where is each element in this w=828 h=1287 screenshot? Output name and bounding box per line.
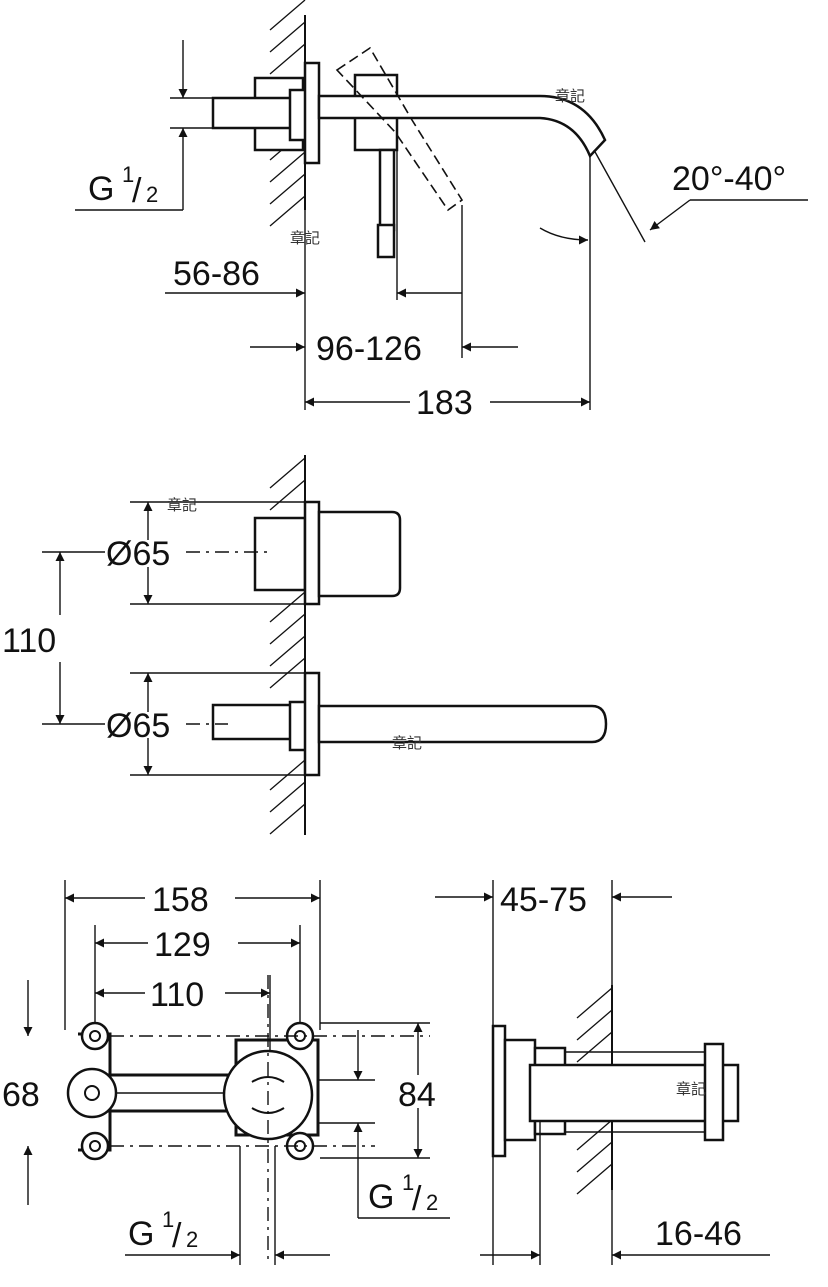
thread-numerator: 1 — [402, 1170, 414, 1195]
front-view-middle: Ø65 Ø65 110 — [2, 455, 608, 835]
angle-label: 20°-40° — [672, 160, 786, 198]
lower-stub — [211, 703, 295, 741]
inlet-port — [66, 1067, 118, 1119]
dim-158: 158 — [152, 881, 209, 919]
thread-denominator: 2 — [186, 1227, 198, 1252]
lever — [378, 148, 396, 232]
dim-110-side: 110 — [2, 622, 56, 660]
dim-183: 183 — [416, 384, 473, 422]
rough-in-section-view: 45-75 16-46 — [435, 880, 770, 1265]
thread-prefix: G — [88, 170, 114, 208]
thread-numerator: 1 — [122, 162, 134, 187]
thread-prefix: G — [128, 1215, 154, 1253]
dim-56-86: 56-86 — [173, 255, 260, 293]
stamp-mark: 章記 — [167, 496, 197, 514]
dim-129: 129 — [154, 926, 211, 964]
inlet-stub — [211, 96, 295, 130]
bottom-thread-label: G 1 / 2 — [128, 1207, 198, 1255]
wall-plate — [303, 61, 321, 165]
thread-prefix: G — [368, 1178, 394, 1216]
mounting-plate — [491, 1024, 507, 1158]
upper-plate — [303, 500, 321, 606]
stamp-mark: 章記 — [555, 87, 585, 105]
angle-leader — [593, 149, 646, 243]
stamp-mark: 章記 — [290, 229, 320, 247]
thread-slash: / — [172, 1217, 182, 1255]
sleeve-cap — [703, 1042, 725, 1142]
stamp-mark: 章記 — [676, 1080, 706, 1098]
dim-68: 68 — [2, 1076, 40, 1114]
thread-slash: / — [412, 1180, 422, 1218]
thread-slash: / — [132, 172, 142, 210]
sleeve-box — [528, 1063, 740, 1123]
lower-sleeve — [288, 700, 308, 752]
top-thread-label: G 1 / 2 — [88, 162, 158, 210]
thread-denominator: 2 — [146, 182, 158, 207]
dia-upper: Ø65 — [106, 535, 170, 573]
lever-tip — [376, 223, 396, 259]
angle-arc — [539, 227, 589, 245]
thread-numerator: 1 — [162, 1207, 174, 1232]
dim-84: 84 — [398, 1076, 436, 1114]
lower-spout — [317, 704, 608, 744]
lever-rotated-outline — [335, 46, 464, 212]
sleeve — [288, 88, 308, 142]
stamp-marks: 章記 章記 章記 章記 章記 — [167, 87, 706, 1098]
thread-denominator: 2 — [426, 1190, 438, 1215]
upper-handle — [317, 510, 402, 598]
side-view-top: G 1 / 2 20°-40° 56-86 96-126 183 — [75, 0, 808, 422]
stamp-mark: 章記 — [392, 734, 422, 752]
dim-96-126: 96-126 — [316, 330, 422, 368]
upper-body — [253, 516, 307, 592]
rough-in-box-view: 158 129 110 — [2, 880, 450, 1265]
dim-45-75: 45-75 — [500, 881, 587, 919]
dim-16-46: 16-46 — [655, 1215, 742, 1253]
wall-hatch-middle — [269, 455, 306, 835]
right-thread-label: G 1 / 2 — [368, 1170, 438, 1218]
lower-plate — [303, 671, 321, 777]
dim-110-box: 110 — [150, 976, 204, 1014]
spout — [317, 94, 607, 159]
dia-lower: Ø65 — [106, 707, 170, 745]
